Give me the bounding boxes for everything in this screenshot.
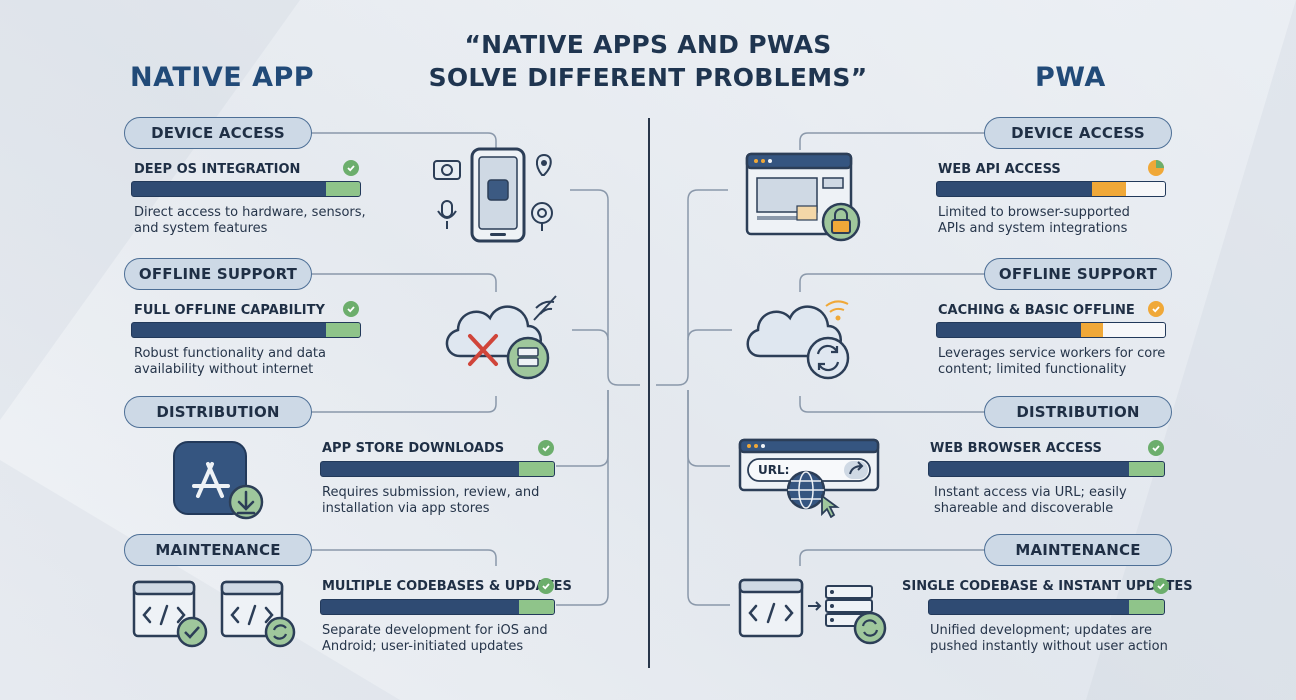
pwa-distribution-check-icon — [1148, 440, 1164, 456]
pwa-distribution-level-fill — [1128, 462, 1164, 476]
smartphone-sensors-icon — [433, 147, 553, 243]
desc-line: Robust functionality and data — [134, 346, 326, 361]
desc-line: content; limited functionality — [938, 362, 1127, 377]
title-line-2: SOLVE DIFFERENT PROBLEMS” — [428, 63, 868, 92]
pwa-device-access-partial-icon — [1148, 160, 1164, 176]
browser-window-shape — [738, 438, 880, 518]
pwa-device-access-level-fill — [1092, 182, 1127, 196]
native-distribution-feature: APP STORE DOWNLOADS — [322, 441, 505, 456]
native-maintenance-level-fill — [519, 600, 554, 614]
desc-line: Requires submission, review, and — [322, 485, 540, 500]
desc-line: Limited to browser-supported — [938, 205, 1130, 220]
native-offline-support-description: Robust functionality and data availabili… — [134, 346, 394, 378]
desc-line: Direct access to hardware, sensors, — [134, 205, 366, 220]
native-offline-support-pill: OFFLINE SUPPORT — [124, 258, 312, 290]
native-distribution-level-bar — [320, 461, 555, 477]
pwa-device-access-feature: WEB API ACCESS — [938, 162, 1061, 177]
desc-line: installation via app stores — [322, 501, 490, 516]
pwa-offline-support-description: Leverages service workers for core conte… — [938, 346, 1198, 378]
desc-line: Instant access via URL; easily — [934, 485, 1127, 500]
native-device-access-level-bar — [131, 181, 361, 197]
native-offline-support-level-fill — [325, 323, 360, 337]
native-distribution-check-icon — [538, 440, 554, 456]
desc-line: Unified development; updates are — [930, 623, 1152, 638]
pwa-distribution-pill: DISTRIBUTION — [984, 396, 1172, 428]
pwa-offline-support-empty — [1103, 323, 1165, 337]
browser-lock-icon — [745, 152, 861, 242]
native-device-access-description: Direct access to hardware, sensors, and … — [134, 205, 394, 237]
pwa-device-access-level-bar — [936, 181, 1166, 197]
pwa-maintenance-level-fill — [1128, 600, 1164, 614]
native-device-access-level-fill — [325, 182, 360, 196]
pwa-maintenance-check-icon — [1153, 578, 1169, 594]
pwa-heading: PWA — [1035, 62, 1106, 93]
desc-line: availability without internet — [134, 362, 314, 377]
native-maintenance-check-icon — [538, 578, 554, 594]
pwa-distribution-description: Instant access via URL; easily shareable… — [934, 485, 1194, 517]
pwa-offline-support-pill: OFFLINE SUPPORT — [984, 258, 1172, 290]
url-label: URL: — [758, 463, 790, 477]
desc-line: pushed instantly without user action — [930, 639, 1168, 654]
cloud-offline-icon — [445, 295, 557, 380]
desc-line: APIs and system integrations — [938, 221, 1128, 236]
app-store-icon — [173, 441, 264, 520]
native-device-access-check-icon — [343, 160, 359, 176]
native-offline-support-feature: FULL OFFLINE CAPABILITY — [134, 303, 325, 318]
desc-line: Separate development for iOS and — [322, 623, 548, 638]
native-device-access-feature: DEEP OS INTEGRATION — [134, 162, 301, 177]
pwa-offline-support-feature: CACHING & BASIC OFFLINE — [938, 303, 1135, 318]
native-maintenance-pill: MAINTENANCE — [124, 534, 312, 566]
native-maintenance-level-bar — [320, 599, 555, 615]
browser-url-icon: URL: — [738, 438, 880, 518]
native-maintenance-description: Separate development for iOS and Android… — [322, 623, 582, 655]
native-maintenance-feature: MULTIPLE CODEBASES & UPDATES — [322, 579, 572, 594]
pwa-maintenance-level-bar — [928, 599, 1165, 615]
pwa-distribution-feature: WEB BROWSER ACCESS — [930, 441, 1102, 456]
native-distribution-level-fill — [519, 462, 554, 476]
pwa-offline-support-check-icon — [1148, 301, 1164, 317]
native-distribution-description: Requires submission, review, and install… — [322, 485, 582, 517]
native-device-access-pill: DEVICE ACCESS — [124, 117, 312, 149]
page-title: “NATIVE APPS AND PWAS SOLVE DIFFERENT PR… — [360, 28, 936, 94]
native-offline-support-level-bar — [131, 322, 361, 338]
cloud-sync-icon — [746, 300, 850, 380]
center-divider — [648, 118, 650, 668]
pwa-maintenance-pill: MAINTENANCE — [984, 534, 1172, 566]
pwa-offline-support-level-fill — [1080, 323, 1104, 337]
title-line-1: “NATIVE APPS AND PWAS — [464, 30, 832, 59]
pwa-maintenance-feature: SINGLE CODEBASE & INSTANT UPDATES — [902, 579, 1193, 594]
pwa-offline-support-level-bar — [936, 322, 1166, 338]
desc-line: Android; user-initiated updates — [322, 639, 524, 654]
multiple-codebases-icon — [132, 580, 296, 648]
single-codebase-server-icon — [738, 578, 887, 645]
pwa-maintenance-description: Unified development; updates are pushed … — [930, 623, 1210, 655]
desc-line: Leverages service workers for core — [938, 346, 1166, 361]
pwa-distribution-level-bar — [928, 461, 1165, 477]
pwa-device-access-empty — [1126, 182, 1165, 196]
desc-line: shareable and discoverable — [934, 501, 1114, 516]
desc-line: and system features — [134, 221, 268, 236]
native-offline-support-check-icon — [343, 301, 359, 317]
native-distribution-pill: DISTRIBUTION — [124, 396, 312, 428]
pwa-device-access-description: Limited to browser-supported APIs and sy… — [938, 205, 1198, 237]
pwa-device-access-pill: DEVICE ACCESS — [984, 117, 1172, 149]
native-app-heading: NATIVE APP — [130, 62, 315, 93]
